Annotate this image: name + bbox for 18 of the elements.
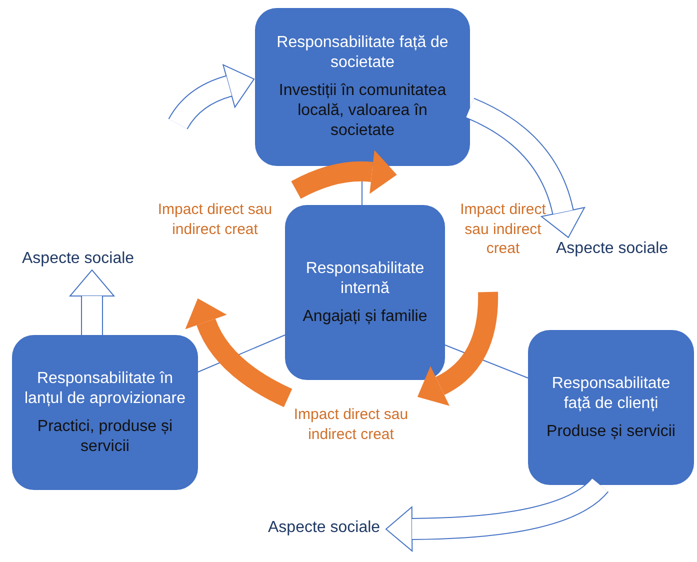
box-heading: Responsabilitate în lanțul de aprovizionare [24, 368, 186, 408]
box-heading: Responsabilitate față de clienți [550, 374, 672, 414]
aspect-label: Aspecte sociale [22, 250, 140, 268]
aspect-label: Aspecte sociale [268, 519, 386, 537]
impact-label: Impact direct sau indirect creat [156, 200, 274, 239]
box-text: Angajați și familie [302, 306, 428, 326]
box-heading: Responsabilitate internă [304, 258, 426, 298]
impact-label: Impact direct sau indirect creat [459, 200, 547, 258]
aspect-label: Aspecte sociale [556, 240, 674, 258]
box-text: Investiții în comunitatea locală, valoarea în societate [278, 81, 448, 141]
process-box [285, 205, 445, 380]
box-heading: Responsabilitate față de societate [276, 33, 450, 73]
box-text: Produse și servicii [546, 422, 676, 442]
process-box [528, 330, 694, 485]
box-text: Practici, produse și servicii [36, 416, 174, 456]
process-box [255, 8, 470, 166]
process-box [12, 335, 198, 490]
impact-label: Impact direct sau indirect creat [292, 405, 410, 444]
